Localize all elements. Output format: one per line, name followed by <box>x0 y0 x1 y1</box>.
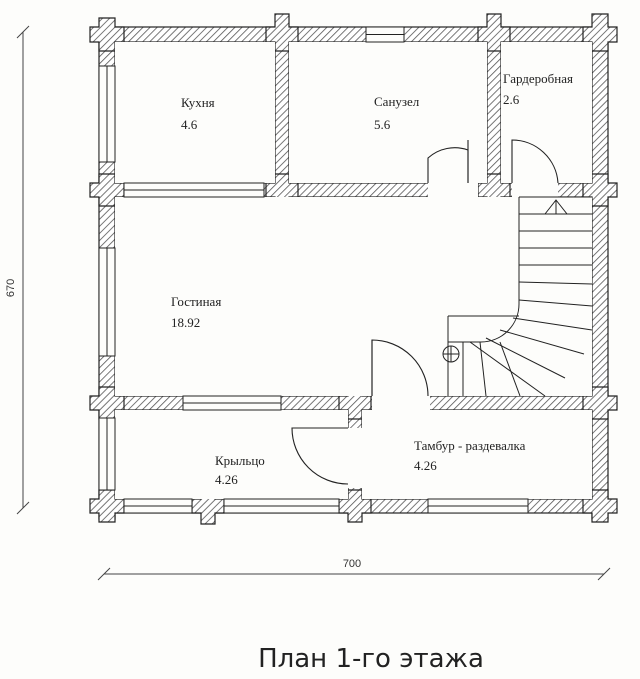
room-name-bathroom: Санузел <box>374 94 420 109</box>
room-labels: Кухня 4.6 Санузел 5.6 Гардеробная 2.6 Го… <box>171 71 573 487</box>
room-area-kitchen: 4.6 <box>181 117 198 132</box>
plan-title: План 1-го этажа <box>258 644 484 674</box>
room-area-porch: 4.26 <box>215 472 238 487</box>
room-name-kitchen: Кухня <box>181 95 215 110</box>
dimension-lines <box>16 25 611 581</box>
doors <box>291 139 559 485</box>
door-vestibule <box>291 427 349 485</box>
wall-top-outer <box>100 26 608 43</box>
room-name-wardrobe: Гардеробная <box>503 71 573 86</box>
room-name-vestibule: Тамбур - раздевалка <box>414 438 526 453</box>
room-fills <box>115 42 592 499</box>
wall-bath-wardrobe <box>486 26 502 198</box>
door-openings <box>348 183 558 488</box>
room-area-bathroom: 5.6 <box>374 117 391 132</box>
height-dimension: 670 <box>5 279 17 297</box>
door-bathroom <box>427 147 469 183</box>
windows <box>98 26 529 514</box>
log-end <box>582 13 618 52</box>
door-living <box>371 339 429 397</box>
room-name-living: Гостиная <box>171 294 221 309</box>
room-area-vestibule: 4.26 <box>414 458 437 473</box>
width-dimension: 700 <box>343 558 361 570</box>
room-name-porch: Крыльцо <box>215 453 265 468</box>
room-area-living: 18.92 <box>171 315 200 330</box>
wall-kitchen-bath <box>274 26 290 198</box>
door-wardrobe <box>511 139 559 184</box>
wall-right-outer <box>591 26 609 520</box>
staircase <box>442 196 593 397</box>
room-area-wardrobe: 2.6 <box>503 92 520 107</box>
